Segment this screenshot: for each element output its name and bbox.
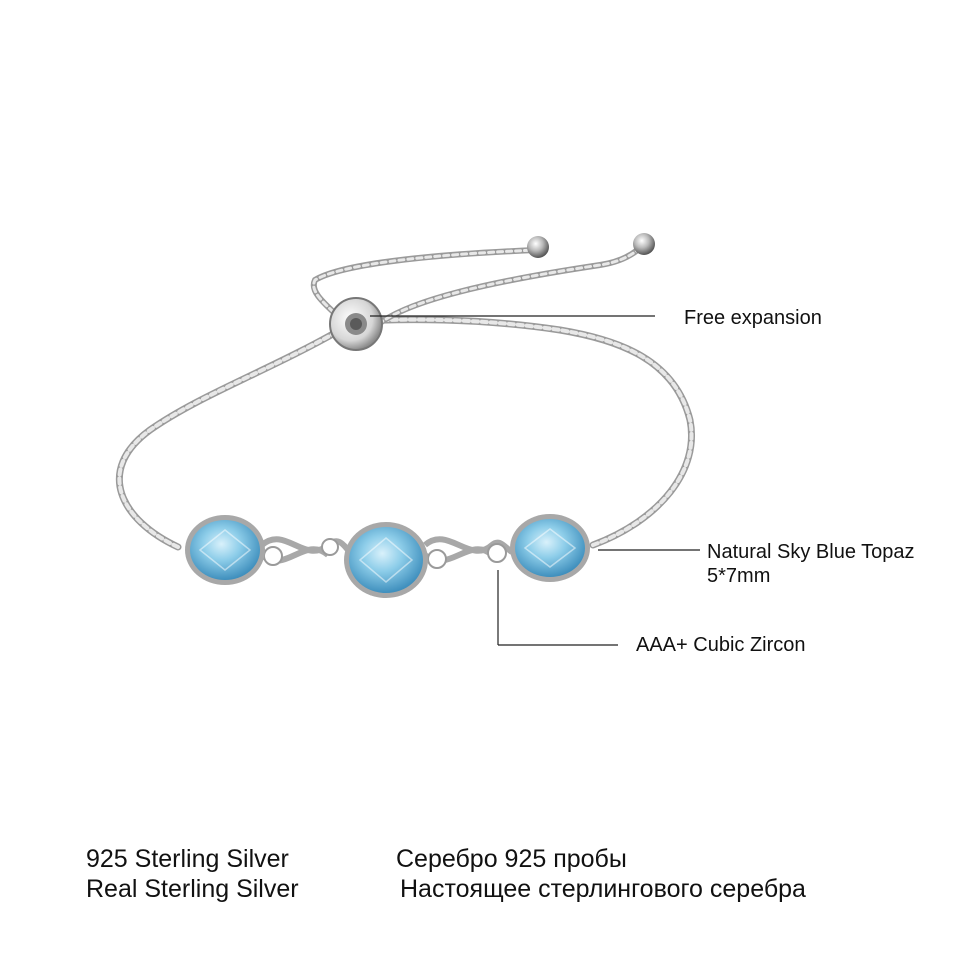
end-bead-right bbox=[633, 233, 655, 255]
callout-cubic-zircon: AAA+ Cubic Zircon bbox=[636, 634, 806, 656]
callout-topaz-size: 5*7mm bbox=[707, 565, 771, 587]
topaz-gem-right bbox=[510, 514, 590, 582]
topaz-gem-left bbox=[185, 515, 265, 585]
callout-free-expansion: Free expansion bbox=[684, 307, 822, 329]
topaz-gem-center bbox=[344, 522, 428, 598]
end-bead-left bbox=[527, 236, 549, 258]
caption-ru-line2: Настоящее стерлингового серебра bbox=[400, 875, 806, 903]
box-chain bbox=[116, 245, 695, 551]
caption-en-line2: Real Sterling Silver bbox=[86, 875, 299, 903]
callout-topaz-name: Natural Sky Blue Topaz bbox=[707, 541, 915, 563]
slider-clasp bbox=[329, 297, 383, 351]
caption-en-line1: 925 Sterling Silver bbox=[86, 845, 289, 873]
cubic-zircon-stones bbox=[263, 538, 507, 569]
caption-ru-line1: Серебро 925 пробы bbox=[396, 845, 627, 873]
callout-leader-lines bbox=[370, 315, 700, 646]
topaz-gems bbox=[185, 514, 590, 598]
